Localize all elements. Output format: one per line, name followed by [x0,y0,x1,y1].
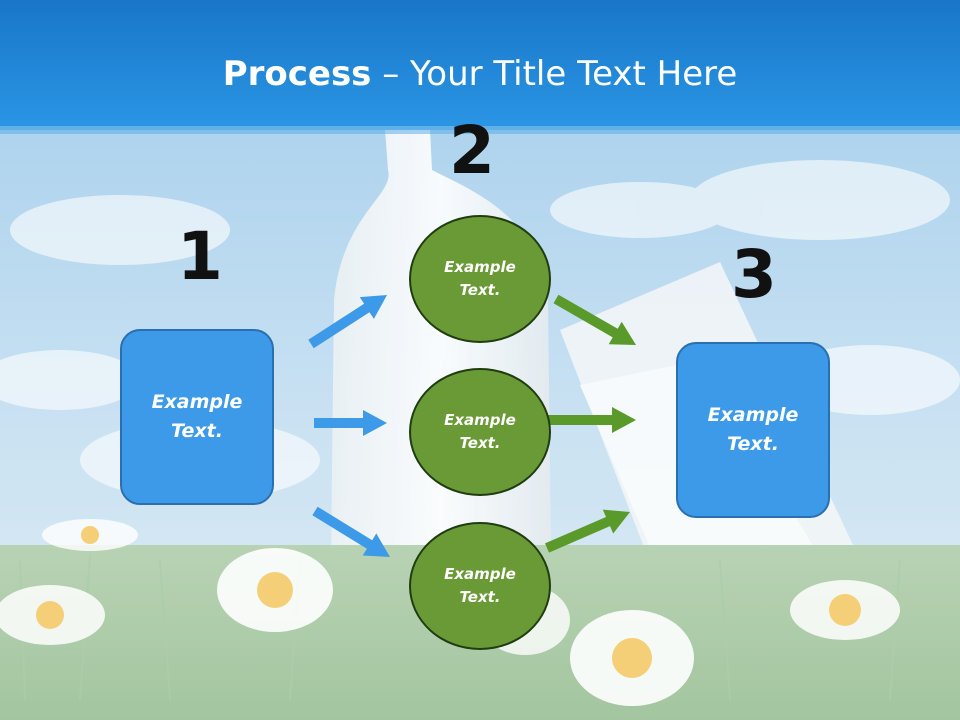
arrow-middle-to-step3 [548,407,636,433]
step2-middle-line2: Text. [459,434,501,452]
title-rest: – Your Title Text Here [371,54,738,94]
arrow-step1-to-bottom [312,506,390,557]
step2-circle-top[interactable]: Example Text. [409,215,551,343]
step-number-2: 2 [449,112,495,189]
step1-text-line2: Text. [171,420,223,442]
step3-text-line2: Text. [727,433,779,455]
step2-bottom-line1: Example [444,565,516,583]
step2-circle-middle[interactable]: Example Text. [409,368,551,496]
step2-top-line2: Text. [459,281,501,299]
step2-top-line1: Example [444,258,516,276]
step3-box[interactable]: Example Text. [676,342,830,518]
arrow-top-to-step3 [553,294,636,345]
slide-title: Process – Your Title Text Here [0,52,960,96]
step2-circle-bottom[interactable]: Example Text. [409,522,551,650]
step3-text-line1: Example [707,404,799,426]
arrow-step1-to-top [308,295,387,349]
arrow-step1-to-middle [314,410,387,436]
step1-text-line1: Example [151,391,243,413]
step2-bottom-line2: Text. [459,588,501,606]
step-number-3: 3 [731,236,777,313]
title-bold: Process [222,54,372,94]
arrow-bottom-to-step3 [545,509,630,553]
step-number-1: 1 [177,218,223,295]
step1-box[interactable]: Example Text. [120,329,274,505]
step2-middle-line1: Example [444,411,516,429]
